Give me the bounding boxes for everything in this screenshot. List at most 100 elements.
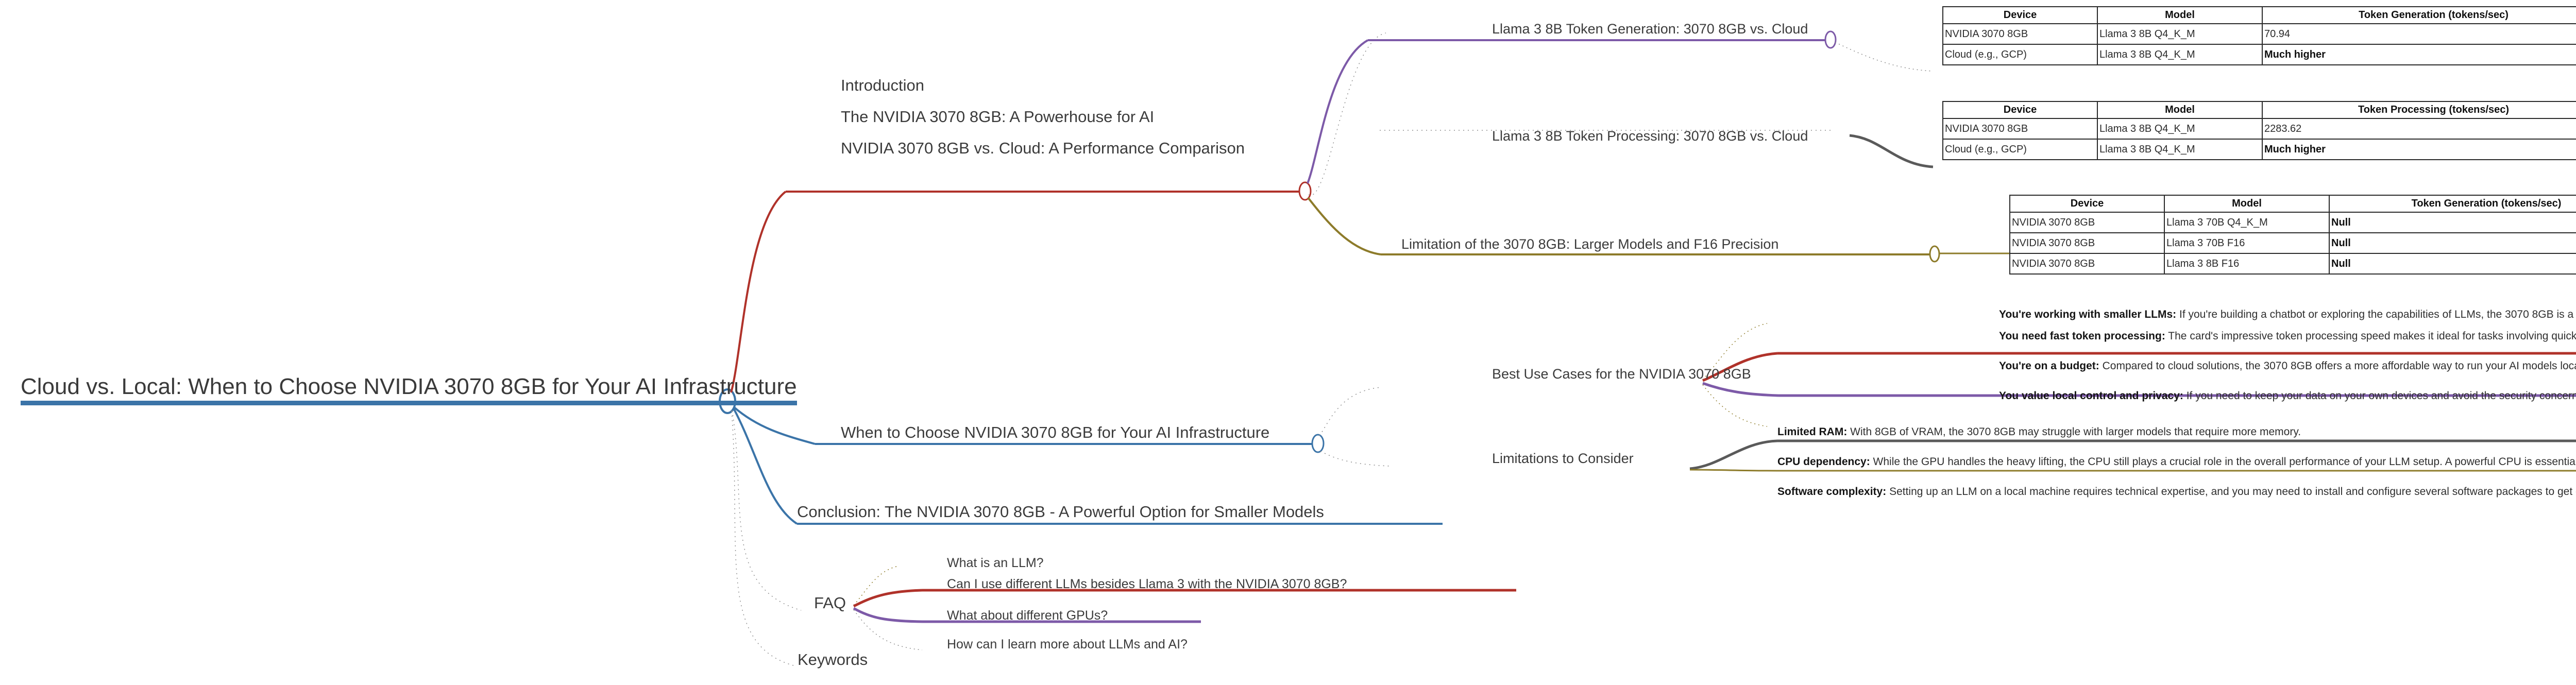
leaf-body-software-complexity: Setting up an LLM on a local machine req… xyxy=(1889,486,2576,498)
limitation-models-cell-0-1: Llama 3 70B Q4_K_M xyxy=(2164,212,2330,233)
node-performance-comparison[interactable]: NVIDIA 3070 8GB vs. Cloud: A Performance… xyxy=(841,139,1245,157)
node-faq-learn-more[interactable]: How can I learn more about LLMs and AI? xyxy=(947,637,1188,652)
token-processing-cell-0-1: Llama 3 8B Q4_K_M xyxy=(2097,118,2263,140)
edge-bestuse-fan-4 xyxy=(1702,384,1768,427)
token-generation-cell-0-0: NVIDIA 3070 8GB xyxy=(1942,23,2098,45)
token-processing-cell-0-0: NVIDIA 3070 8GB xyxy=(1942,118,2098,140)
limitation-models-cell-1-1: Llama 3 70B F16 xyxy=(2164,232,2330,254)
limitation-models-header-2: Token Generation (tokens/sec) xyxy=(2329,195,2576,213)
node-token-generation[interactable]: Llama 3 8B Token Generation: 3070 8GB vs… xyxy=(1492,21,1808,37)
edge-faq-fan-4 xyxy=(853,609,923,650)
root-node[interactable]: Cloud vs. Local: When to Choose NVIDIA 3… xyxy=(21,374,797,406)
token-processing-header-1: Model xyxy=(2097,101,2263,119)
leaf-body-cpu-dependency: While the GPU handles the heavy lifting,… xyxy=(1873,456,2576,468)
node-limitation-larger-models[interactable]: Limitation of the 3070 8GB: Larger Model… xyxy=(1401,236,1779,252)
node-keywords[interactable]: Keywords xyxy=(798,650,868,669)
leaf-best-use-fast-token-processing[interactable]: You need fast token processing: The card… xyxy=(1999,330,2576,345)
token-generation-cell-1-0: Cloud (e.g., GCP) xyxy=(1942,44,2098,65)
token-processing-header-0: Device xyxy=(1942,101,2098,119)
leaf-body-smaller-llms: If you're building a chatbot or explorin… xyxy=(2179,309,2576,320)
limitation-models-cell-0-2: Null xyxy=(2329,212,2576,233)
leaf-limitation-limited-ram[interactable]: Limited RAM: With 8GB of VRAM, the 3070 … xyxy=(1777,426,2301,440)
limitation-models-header-1: Model xyxy=(2164,195,2330,213)
limitation-models-cell-2-0: NVIDIA 3070 8GB xyxy=(2009,253,2165,275)
leaf-best-use-smaller-llms[interactable]: You're working with smaller LLMs: If you… xyxy=(1999,309,2576,323)
leaf-body-privacy: If you need to keep your data on your ow… xyxy=(2186,390,2576,402)
node-when-to-choose[interactable]: When to Choose NVIDIA 3070 8GB for Your … xyxy=(841,423,1270,441)
leaf-best-use-privacy[interactable]: You value local control and privacy: If … xyxy=(1999,390,2576,404)
token-processing-cell-0-2: 2283.62 xyxy=(2262,118,2576,140)
edge-root-to-whentochoose xyxy=(733,406,816,445)
limitation-models-cell-2-1: Llama 3 8B F16 xyxy=(2164,253,2330,275)
edge-faq-fan-3 xyxy=(853,607,923,623)
edge-faq-fan-2 xyxy=(853,589,923,608)
token-generation-cell-0-2: 70.94 xyxy=(2262,23,2576,45)
edge-perf-to-limitation xyxy=(1307,197,1381,255)
whentochoose-hub-node xyxy=(1311,434,1325,453)
leaf-lead-privacy: You value local control and privacy: xyxy=(1999,390,2183,402)
limitation-models-cell-1-0: NVIDIA 3070 8GB xyxy=(2009,232,2165,254)
leaf-lead-budget: You're on a budget: xyxy=(1999,360,2099,372)
token-generation-cell-1-1: Llama 3 8B Q4_K_M xyxy=(2097,44,2263,65)
edge-token-processing-to-table xyxy=(1849,134,1934,168)
edge-root-to-faq xyxy=(732,410,802,611)
node-faq-different-llms[interactable]: Can I use different LLMs besides Llama 3… xyxy=(947,577,1347,591)
leaf-lead-fast-token: You need fast token processing: xyxy=(1999,330,2165,342)
edge-limitations-fan-gray xyxy=(1689,439,1778,470)
performance-hub-node xyxy=(1298,181,1312,201)
node-limitations-to-consider[interactable]: Limitations to Consider xyxy=(1492,451,1634,466)
node-conclusion[interactable]: Conclusion: The NVIDIA 3070 8GB - A Powe… xyxy=(797,503,1324,521)
limitation-hub-node xyxy=(1929,245,1940,263)
node-introduction[interactable]: Introduction xyxy=(841,76,924,94)
edge-perf-to-token-generation xyxy=(1307,39,1368,184)
token-generation-header-0: Device xyxy=(1942,6,2098,24)
limitation-models-cell-2-2: Null xyxy=(2329,253,2576,275)
edge-token-generation-to-table xyxy=(1835,42,1934,72)
leaf-limitation-cpu-dependency[interactable]: CPU dependency: While the GPU handles th… xyxy=(1777,456,2576,470)
node-powerhouse-for-ai[interactable]: The NVIDIA 3070 8GB: A Powerhouse for AI xyxy=(841,108,1155,126)
leaf-limitation-software-complexity[interactable]: Software complexity: Setting up an LLM o… xyxy=(1777,486,2576,500)
limitation-models-cell-1-2: Null xyxy=(2329,232,2576,254)
leaf-best-use-budget[interactable]: You're on a budget: Compared to cloud so… xyxy=(1999,360,2576,374)
leaf-body-budget: Compared to cloud solutions, the 3070 8G… xyxy=(2102,360,2576,372)
leaf-lead-limited-ram: Limited RAM: xyxy=(1777,426,1848,438)
edge-perf-to-token-processing xyxy=(1308,32,1386,196)
limitation-models-header-0: Device xyxy=(2009,195,2165,213)
token-generation-cell-1-2: Much higher xyxy=(2262,44,2576,65)
token-generation-header-1: Model xyxy=(2097,6,2263,24)
edge-bestuse-fan-3 xyxy=(1702,382,1779,397)
node-faq[interactable]: FAQ xyxy=(814,594,846,612)
edge-faq-fan-1 xyxy=(853,566,897,606)
node-faq-what-is-an-llm[interactable]: What is an LLM? xyxy=(947,556,1044,570)
node-best-use-cases[interactable]: Best Use Cases for the NVIDIA 3070 8GB xyxy=(1492,366,1751,382)
node-token-processing[interactable]: Llama 3 8B Token Processing: 3070 8GB vs… xyxy=(1492,128,1808,144)
leaf-lead-software-complexity: Software complexity: xyxy=(1777,486,1887,498)
leaf-body-fast-token: The card's impressive token processing s… xyxy=(2168,330,2576,342)
token-processing-cell-1-1: Llama 3 8B Q4_K_M xyxy=(2097,139,2263,160)
edge-root-to-performance xyxy=(730,191,787,393)
edge-root-to-keywords xyxy=(731,410,794,666)
node-faq-different-gpus[interactable]: What about different GPUs? xyxy=(947,608,1108,623)
edge-limitations-fan-olive xyxy=(1689,469,1778,472)
leaf-lead-cpu-dependency: CPU dependency: xyxy=(1777,456,1870,468)
token-processing-header-2: Token Processing (tokens/sec) xyxy=(2262,101,2576,119)
leaf-body-limited-ram: With 8GB of VRAM, the 3070 8GB may strug… xyxy=(1847,426,2301,438)
edge-whentochoose-to-limitations xyxy=(1320,451,1392,467)
edge-whentochoose-to-bestusecases xyxy=(1319,387,1381,436)
token-processing-cell-1-0: Cloud (e.g., GCP) xyxy=(1942,139,2098,160)
